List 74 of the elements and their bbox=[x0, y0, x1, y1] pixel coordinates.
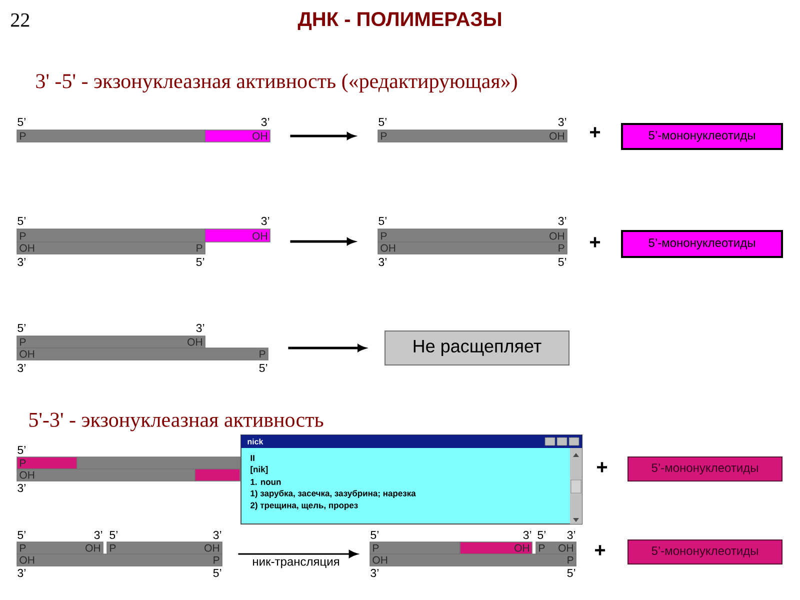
node-label: P bbox=[110, 544, 116, 552]
result-box: Не расщепляет bbox=[384, 330, 570, 366]
node-label: OH bbox=[204, 544, 219, 552]
node-label: 5’ bbox=[18, 324, 26, 332]
dna-drawing: 5’ 3’ P OH OH P 3’ 5’ bbox=[16, 216, 270, 266]
node-label: 3’ bbox=[370, 568, 378, 578]
node-label: P bbox=[20, 544, 26, 552]
node-label: OH bbox=[188, 338, 202, 346]
product-box: 5’-мононуклеотиды bbox=[628, 456, 782, 482]
node-label: 3’ bbox=[213, 530, 222, 540]
node-label: 5’ bbox=[378, 217, 386, 226]
node-label: 5’ bbox=[378, 118, 386, 126]
product-box: 5’-мононуклеотиды bbox=[621, 230, 783, 258]
product-box: 5’-мононуклеотиды bbox=[628, 540, 782, 564]
node-label: 3’ bbox=[378, 258, 386, 266]
product-box: 5’-мононуклеотиды bbox=[621, 123, 783, 150]
dna-drawing: 5’ 3’ 5’ 3’ P OH P OH OH P 3’ 5’ bbox=[370, 530, 576, 578]
node-label: P bbox=[20, 459, 26, 467]
node-label: 5’ bbox=[259, 364, 268, 372]
dna-drawing: 5’ 3’ P OH OH P 3’ 5’ bbox=[378, 216, 568, 266]
node-label: 5’ bbox=[370, 531, 378, 540]
node-label: 5’ bbox=[18, 531, 26, 540]
node-label: 3’ bbox=[558, 118, 566, 126]
node-label: 5’ bbox=[196, 258, 204, 266]
node-label: 5’ bbox=[538, 531, 546, 540]
arrow bbox=[288, 344, 366, 352]
dna-drawing: 5’ P OH 3’ bbox=[16, 446, 240, 492]
node-label: 5’ bbox=[18, 446, 26, 454]
node-label: P bbox=[20, 338, 26, 346]
node-label: OH bbox=[380, 244, 396, 252]
node-label: 3’ bbox=[523, 530, 532, 540]
dna-drawing: 5’ 3’ P OH bbox=[16, 118, 270, 142]
node-label: P bbox=[373, 544, 379, 552]
dna-drawing: 5’ 3’ P OH bbox=[378, 118, 568, 142]
node-label: 5’ bbox=[18, 118, 26, 126]
node-label: OH bbox=[86, 544, 100, 552]
node-label: 3’ bbox=[567, 530, 576, 540]
plus-sign: + bbox=[590, 127, 600, 138]
dna-drawing: 5’ 3’ P OH OH P 3’ 5’ bbox=[16, 324, 268, 372]
node-label: 3’ bbox=[94, 530, 102, 540]
arrow bbox=[290, 132, 355, 140]
arrow bbox=[290, 238, 355, 246]
slide-number: 22 bbox=[11, 13, 30, 27]
node-label: 5’ bbox=[18, 217, 26, 226]
dna-drawing: 5’ 3’ 5’ 3’ P OH P OH OH P 3’ 5’ bbox=[16, 530, 222, 578]
node-label: 3’ bbox=[261, 216, 270, 226]
node-label: P bbox=[196, 244, 202, 252]
edge-label: ник-трансляция bbox=[251, 558, 341, 570]
node-label: OH bbox=[252, 232, 267, 240]
node-label: 3’ bbox=[558, 216, 566, 226]
node-label: 3’ bbox=[18, 568, 26, 578]
dictionary-window: nick II [nik] 1. noun 1) зарубка, засечка, зазубрина; нарезка 2) трещина, щель, прорез bbox=[240, 434, 582, 524]
heading: 5'-3' - экзонуклеазная активность bbox=[29, 412, 324, 432]
node-label: 5’ bbox=[567, 569, 576, 578]
node-label: 5’ bbox=[110, 531, 118, 540]
plus-sign: + bbox=[595, 545, 606, 556]
plus-sign: + bbox=[590, 237, 600, 248]
node-label: 3’ bbox=[18, 364, 26, 372]
node-label: 5’ bbox=[213, 569, 222, 578]
plus-sign: + bbox=[597, 462, 608, 472]
node-label: OH bbox=[514, 544, 529, 552]
node-label: 5’ bbox=[558, 258, 566, 266]
node-label: OH bbox=[558, 544, 573, 552]
node-label: 3’ bbox=[261, 118, 270, 126]
heading: 3' -5' - экзонуклеазная активность («редактирующая») bbox=[36, 73, 517, 93]
node-label: 3’ bbox=[18, 258, 26, 266]
node-label: 3’ bbox=[18, 484, 26, 492]
node-label: OH bbox=[252, 132, 267, 140]
node-label: P bbox=[558, 244, 564, 252]
node-label: P bbox=[539, 544, 545, 552]
arrow bbox=[238, 550, 358, 558]
node-label: 3’ bbox=[196, 324, 204, 332]
title: ДНК - ПОЛИМЕРАЗЫ bbox=[298, 12, 501, 30]
node-label: OH bbox=[20, 244, 34, 252]
